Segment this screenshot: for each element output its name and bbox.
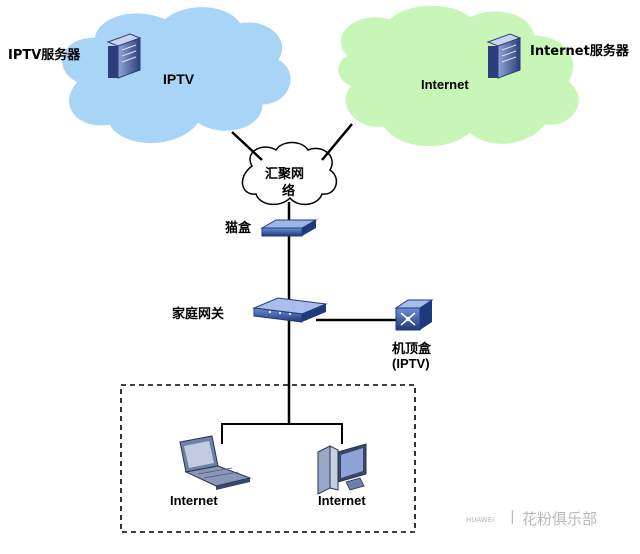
link-lan-branch: [221, 423, 343, 444]
set-top-box-label-line1: 机顶盒: [392, 342, 432, 357]
desktop-label: Internet: [318, 493, 366, 508]
internet-server-label: Internet服务器: [530, 44, 629, 59]
laptop-label: Internet: [170, 493, 218, 508]
link-iptv-aggregation: [231, 131, 263, 161]
set-top-box-icon: [394, 299, 434, 331]
iptv-cloud-label: IPTV: [163, 71, 195, 87]
home-gateway-icon: [252, 297, 328, 323]
internet-server-icon: [486, 33, 522, 79]
home-lan-box: [120, 384, 416, 533]
aggregation-cloud: [241, 141, 338, 206]
laptop-icon: [179, 435, 252, 490]
modem-label: 猫盒: [225, 221, 252, 236]
aggregation-label-line1: 汇聚网: [265, 167, 305, 182]
iptv-server-label: IPTV服务器: [8, 48, 81, 63]
desktop-icon: [317, 443, 367, 495]
modem-icon: [260, 219, 318, 237]
set-top-box-label-line2: (IPTV): [392, 356, 430, 371]
watermark-brand: HUAWEI: [466, 516, 495, 524]
internet-cloud-label: Internet: [421, 77, 469, 92]
watermark-text: 花粉俱乐部: [522, 510, 598, 528]
internet-cloud: [338, 5, 579, 147]
watermark-separator: |: [510, 509, 515, 525]
link-internet-aggregation: [321, 123, 353, 161]
aggregation-label-line2: 络: [282, 184, 296, 199]
iptv-server-icon: [106, 33, 142, 79]
home-gateway-label: 家庭网关: [172, 307, 225, 322]
